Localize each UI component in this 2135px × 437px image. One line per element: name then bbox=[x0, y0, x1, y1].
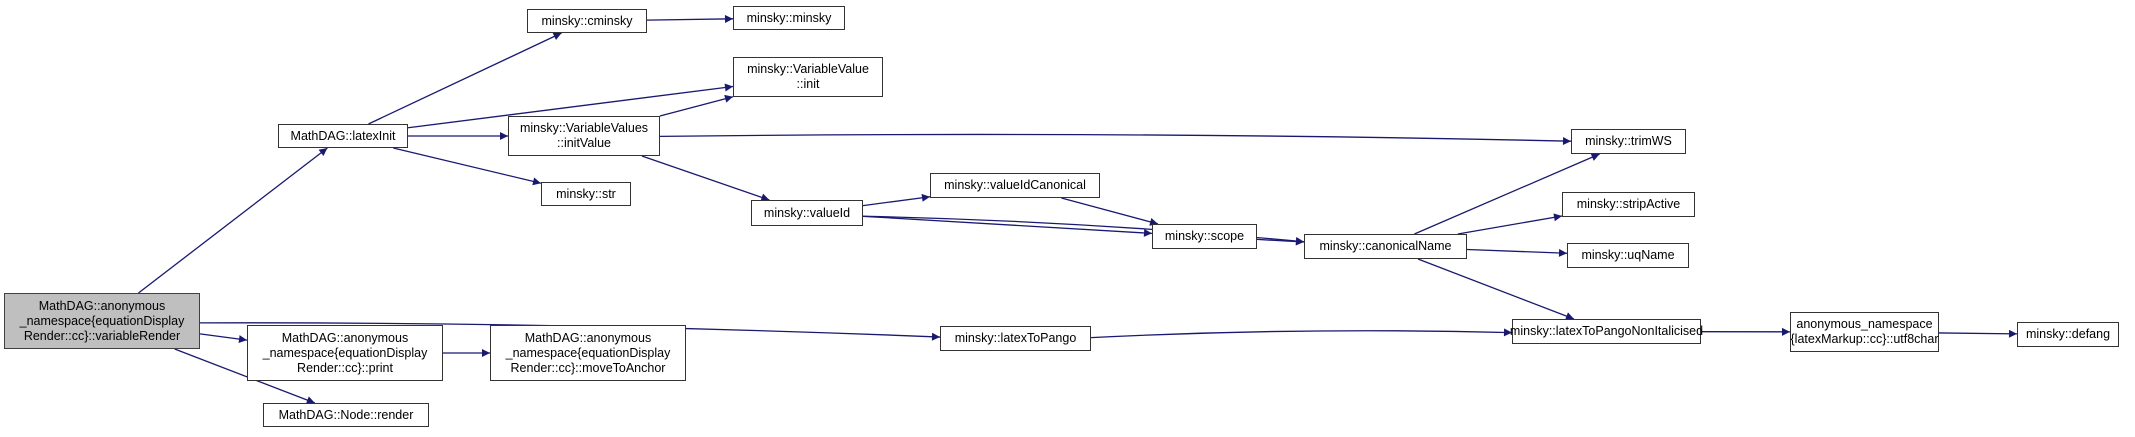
graph-node-trimWS[interactable]: minsky::trimWS bbox=[1571, 129, 1686, 154]
graph-node-label: anonymous_namespace {latexMarkup::cc}::u… bbox=[1790, 317, 1939, 346]
graph-node-canonicalName[interactable]: minsky::canonicalName bbox=[1304, 234, 1467, 259]
graph-node-utf8char[interactable]: anonymous_namespace {latexMarkup::cc}::u… bbox=[1790, 312, 1939, 352]
graph-node-label: minsky::VariableValues ::initValue bbox=[519, 121, 649, 150]
edge-canonicalName-to-trimWS bbox=[1414, 153, 1600, 235]
edge-valueIdCanonical-to-scope bbox=[1061, 197, 1159, 226]
graph-node-valueId[interactable]: minsky::valueId bbox=[751, 200, 863, 226]
edge-initValue-to-vvinit bbox=[659, 94, 734, 117]
graph-node-nodeRender[interactable]: MathDAG::Node::render bbox=[263, 403, 429, 427]
graph-node-print[interactable]: MathDAG::anonymous _namespace{equationDi… bbox=[247, 325, 443, 381]
edge-utf8char-to-defang bbox=[1938, 329, 2018, 338]
graph-node-label: minsky::canonicalName bbox=[1319, 239, 1452, 253]
graph-node-label: minsky::VariableValue ::init bbox=[747, 62, 869, 91]
edge-latexInit-to-cminsky bbox=[368, 32, 562, 125]
graph-node-label: minsky::str bbox=[556, 186, 616, 201]
graph-node-label: minsky::valueIdCanonical bbox=[944, 178, 1086, 192]
edge-initValue-to-trimWS bbox=[659, 133, 1572, 146]
graph-node-label: minsky::latexToPangoNonItalicised bbox=[1509, 324, 1704, 338]
graph-node-defang[interactable]: minsky::defang bbox=[2017, 322, 2119, 347]
edge-canonicalName-to-stripActive bbox=[1457, 213, 1563, 235]
graph-node-uqName[interactable]: minsky::uqName bbox=[1567, 243, 1689, 268]
edge-valueId-to-valueIdCanonical bbox=[862, 193, 931, 207]
graph-node-stripActive[interactable]: minsky::stripActive bbox=[1562, 192, 1695, 217]
graph-node-label: minsky::uqName bbox=[1581, 248, 1675, 262]
edge-canonicalName-to-uqName bbox=[1466, 248, 1568, 257]
graph-node-label: minsky::valueId bbox=[763, 205, 851, 220]
graph-node-label: MathDAG::anonymous _namespace{equationDi… bbox=[19, 298, 185, 343]
edge-variableRender-to-latexInit bbox=[138, 147, 328, 294]
graph-node-label: minsky::scope bbox=[1164, 229, 1245, 243]
edge-latexInit-to-str bbox=[393, 147, 542, 186]
graph-node-label: minsky::defang bbox=[2025, 327, 2111, 341]
graph-node-latexInit[interactable]: MathDAG::latexInit bbox=[278, 124, 408, 148]
edge-latexInit-to-vvinit bbox=[407, 83, 734, 129]
graph-node-label: MathDAG::latexInit bbox=[290, 128, 396, 143]
graph-node-label: minsky::latexToPango bbox=[954, 331, 1077, 345]
graph-node-moveToAnchor[interactable]: MathDAG::anonymous _namespace{equationDi… bbox=[490, 325, 686, 381]
edge-variableRender-to-print bbox=[199, 333, 248, 344]
graph-node-vvinit[interactable]: minsky::VariableValue ::init bbox=[733, 57, 883, 97]
edge-initValue-to-valueId bbox=[641, 155, 770, 202]
edge-valueId-to-scope bbox=[862, 215, 1153, 237]
edge-scope-to-canonicalName bbox=[1256, 237, 1305, 246]
graph-node-label: minsky::cminsky bbox=[541, 13, 633, 28]
graph-node-variableRender: MathDAG::anonymous _namespace{equationDi… bbox=[4, 293, 200, 349]
graph-node-label: minsky::trimWS bbox=[1585, 134, 1672, 148]
edge-variableRender-to-nodeRender bbox=[174, 348, 316, 404]
graph-node-scope[interactable]: minsky::scope bbox=[1152, 224, 1257, 249]
graph-node-str[interactable]: minsky::str bbox=[541, 182, 631, 206]
edge-canonicalName-to-latexToPangoNonItalicised bbox=[1417, 258, 1575, 320]
graph-node-label: minsky::minsky bbox=[746, 10, 832, 25]
graph-node-valueIdCanonical[interactable]: minsky::valueIdCanonical bbox=[930, 173, 1100, 198]
graph-node-minsky[interactable]: minsky::minsky bbox=[733, 6, 845, 30]
graph-node-latexToPango[interactable]: minsky::latexToPango bbox=[940, 326, 1091, 351]
graph-node-label: MathDAG::anonymous _namespace{equationDi… bbox=[262, 330, 428, 375]
graph-node-label: MathDAG::Node::render bbox=[278, 407, 414, 422]
graph-node-cminsky[interactable]: minsky::cminsky bbox=[527, 9, 647, 33]
graph-node-latexToPangoNonItalicised[interactable]: minsky::latexToPangoNonItalicised bbox=[1509, 319, 1704, 344]
graph-node-label: MathDAG::anonymous _namespace{equationDi… bbox=[505, 330, 671, 375]
graph-node-initValue[interactable]: minsky::VariableValues ::initValue bbox=[508, 116, 660, 156]
edge-cminsky-to-minsky bbox=[646, 14, 734, 23]
edge-latexToPango-to-latexToPangoNonItalicised bbox=[1090, 328, 1513, 339]
graph-node-label: minsky::stripActive bbox=[1576, 197, 1681, 211]
